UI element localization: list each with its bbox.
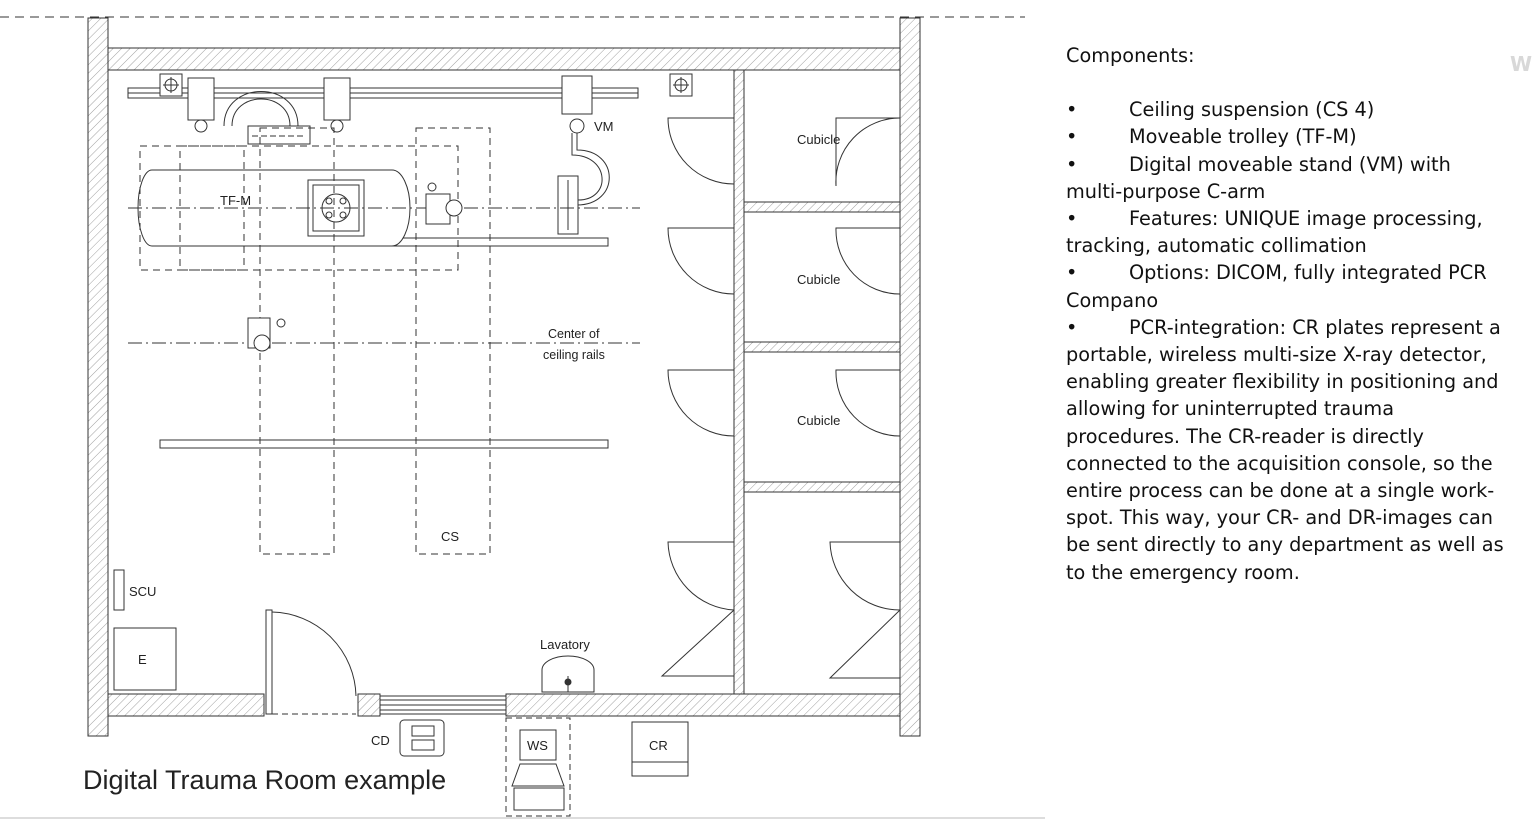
label-cs: CS [441,529,459,544]
ws-unit [505,717,571,817]
list-item: •PCR-integration: CR plates represent a … [1066,314,1506,586]
label-ws: WS [527,738,548,753]
bullet-icon: • [1066,125,1078,149]
label-cubicle-3: Cubicle [797,413,840,428]
components-heading: Components: [1066,44,1195,67]
diagram-title: Digital Trauma Room example [83,765,446,795]
cd-unit [399,719,445,757]
floor-plan: TF-M VM CS Center of ceiling rails Cubic… [0,16,1045,819]
bullet-icon: • [1066,261,1078,285]
bullet-icon: • [1066,152,1078,176]
e-unit [113,627,177,691]
list-item-text: Ceiling suspension (CS 4) [1129,98,1375,122]
list-item: •Options: DICOM, fully integrated PCR Co… [1066,259,1506,313]
label-tf-m: TF-M [220,193,251,208]
cr-unit [631,721,689,777]
detector-devices [247,182,463,352]
walls [87,17,921,737]
list-item-text: Digital moveable stand (VM) with multi-p… [1066,152,1451,203]
main-door [265,609,357,715]
list-item-text: Moveable trolley (TF-M) [1129,125,1357,149]
list-item: •Digital moveable stand (VM) with multi-… [1066,151,1506,205]
partition-dashes [733,80,901,690]
label-lavatory: Lavatory [540,637,590,652]
ceiling-suspension [187,75,610,235]
label-center-line1: Center of [548,327,600,341]
ceiling-rails [127,87,639,449]
bullet-icon: • [1066,98,1078,122]
scu-unit [113,569,125,611]
label-cd: CD [371,733,390,748]
label-e: E [138,652,147,667]
bullet-icon: • [1066,207,1078,231]
label-cubicle-2: Cubicle [797,272,840,287]
list-item: • Moveable trolley (TF-M) [1066,123,1506,150]
label-vm: VM [594,119,614,134]
components-list: • Ceiling suspension (CS 4) • Moveable tro… [1066,96,1506,586]
list-item-text: Features: UNIQUE image processing, track… [1066,207,1483,258]
watermark-icon: W [1510,52,1533,76]
label-cr: CR [649,738,668,753]
list-item-text: Options: DICOM, fully integrated PCR Com… [1066,261,1487,312]
ceiling-mount-icon [159,73,693,97]
bullet-icon: • [1066,315,1078,339]
list-item: • Ceiling suspension (CS 4) [1066,96,1506,123]
sink-icon [541,655,595,693]
list-item: •Features: UNIQUE image processing, trac… [1066,205,1506,259]
label-scu: SCU [129,584,156,599]
label-center-line2: ceiling rails [543,348,605,362]
cubicle-doors [660,117,901,679]
list-item-text: PCR-integration: CR plates represent a p… [1066,315,1504,584]
label-cubicle-1: Cubicle [797,132,840,147]
components-panel: Components: • Ceiling suspension (CS 4) •… [1066,42,1506,586]
